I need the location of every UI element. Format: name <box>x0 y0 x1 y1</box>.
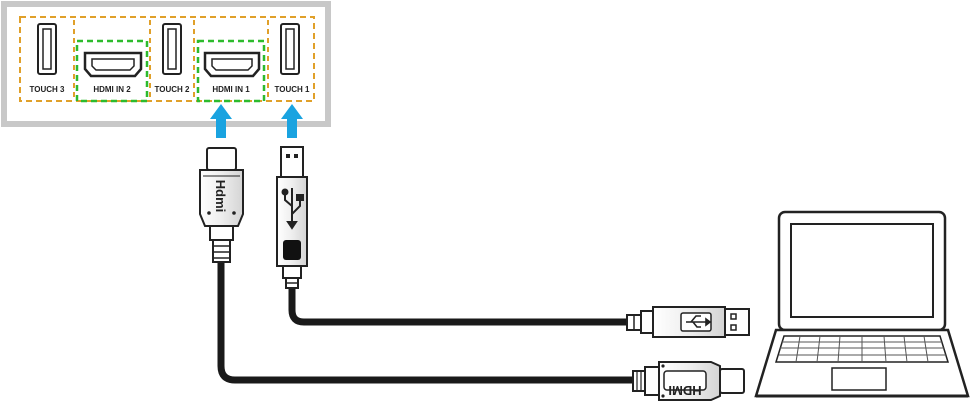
usb-port-touch2 <box>162 23 182 75</box>
laptop-icon <box>754 210 970 398</box>
label-touch2: TOUCH 2 <box>155 85 191 94</box>
hdmi-in-1-outline <box>196 39 266 103</box>
hdmi-port-in1 <box>203 51 261 78</box>
usb-connector-horizontal <box>626 306 750 338</box>
usb-trident-icon-horizontal <box>686 315 712 328</box>
io-panel: TOUCH 3 HDMI IN 2 TOUCH 2 HDMI IN 1 TOUC… <box>1 1 331 127</box>
laptop-screen <box>790 223 934 318</box>
hdmi-logo-bottom: HDMI <box>668 383 701 398</box>
usb-connector-vertical <box>276 146 308 289</box>
hdmi-logo-top: Hdmi <box>213 180 228 213</box>
label-touch3: TOUCH 3 <box>30 85 66 94</box>
usb-trident-icon <box>281 188 304 230</box>
hdmi-connector-horizontal: HDMI <box>632 361 745 401</box>
hdmi-connector-vertical: Hdmi <box>199 147 244 263</box>
arrow-to-hdmi-in1 <box>210 104 232 138</box>
label-hdmi-in1: HDMI IN 1 <box>212 85 250 94</box>
usb-port-touch1 <box>280 23 300 75</box>
label-hdmi-in2: HDMI IN 2 <box>93 85 131 94</box>
hdmi-cable <box>217 262 640 384</box>
hdmi-in-2-outline <box>75 39 149 103</box>
usb-port-touch3 <box>37 23 57 75</box>
laptop-touchpad <box>831 367 887 391</box>
hdmi-port-in2 <box>83 51 143 78</box>
usb-group-outline <box>19 16 315 102</box>
label-touch1: TOUCH 1 <box>275 85 311 94</box>
arrow-to-touch1 <box>281 104 303 138</box>
usb-cable <box>288 287 634 326</box>
